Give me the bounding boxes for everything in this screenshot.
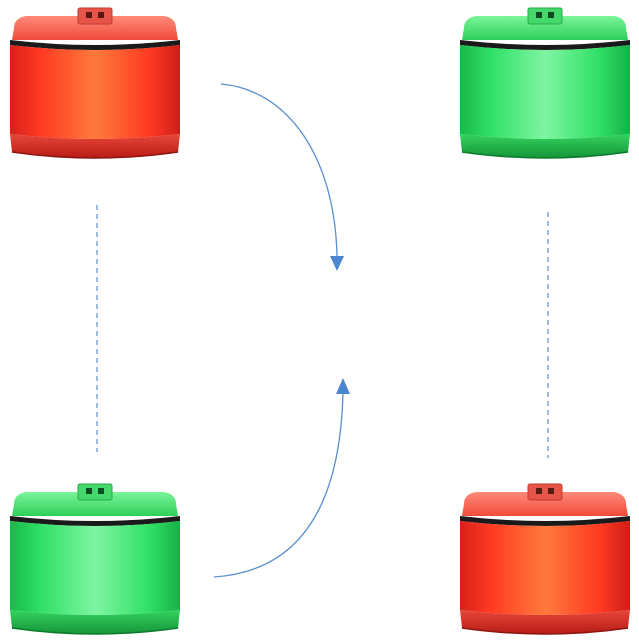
arrow-head-up-icon (336, 378, 350, 394)
light-module-bottom-right (459, 483, 631, 635)
arrow-head-down-icon (330, 256, 344, 271)
light-module-bottom-left (9, 483, 181, 635)
light-module-top-left (9, 7, 181, 159)
curved-arrow-up (213, 391, 344, 578)
light-module-top-right (459, 7, 631, 159)
curved-arrow-down (220, 83, 338, 257)
